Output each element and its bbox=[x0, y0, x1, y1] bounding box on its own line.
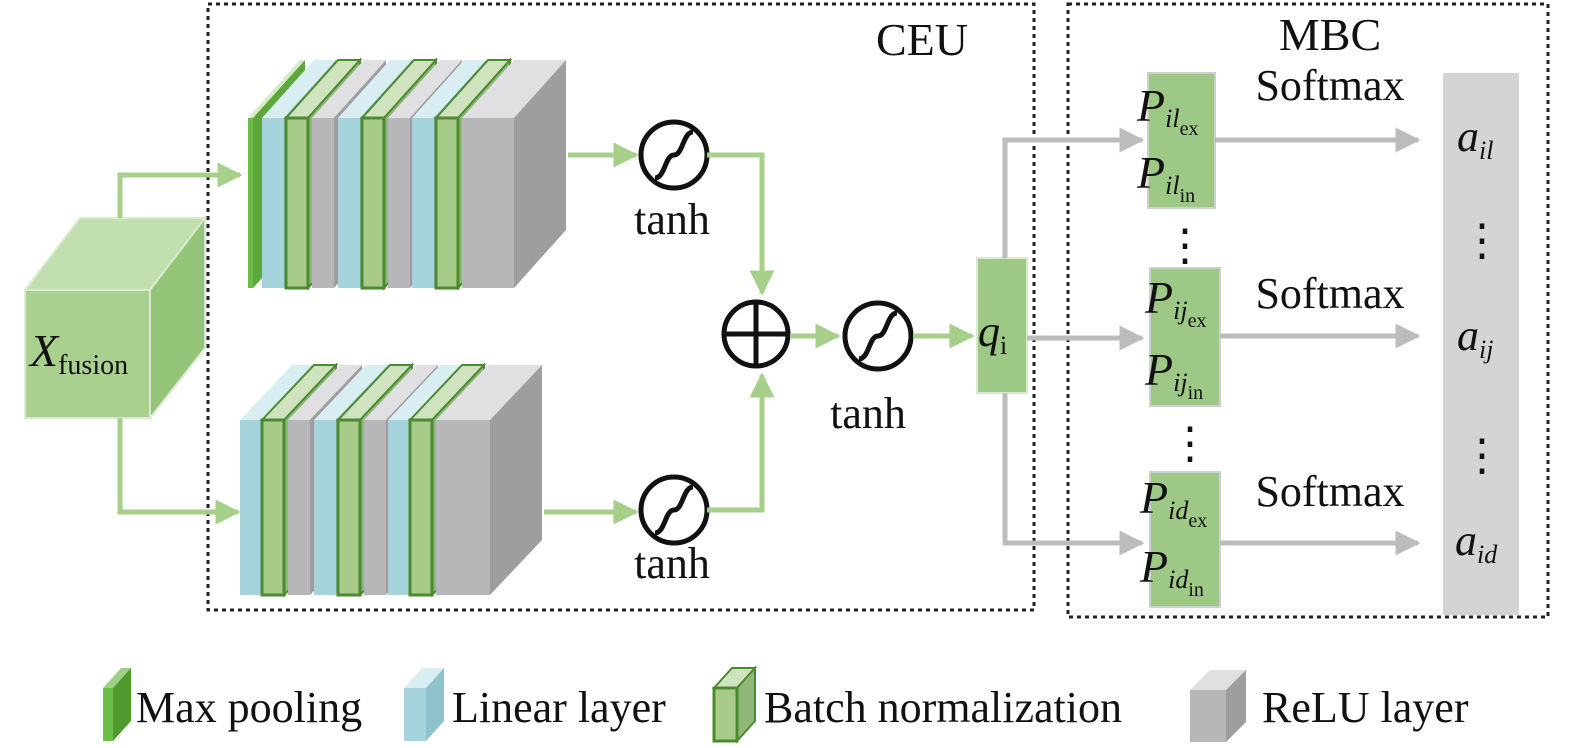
arrow-input-top bbox=[117, 162, 243, 218]
output-vdots-1: ⋮ bbox=[1460, 216, 1504, 265]
output-a-il: ail bbox=[1457, 112, 1493, 165]
softmax-label-2: Softmax bbox=[1255, 269, 1404, 318]
mbc-box bbox=[1066, 2, 1550, 619]
p-ij-ex-label: Pijex bbox=[1144, 272, 1206, 332]
output-vdots-2: ⋮ bbox=[1460, 431, 1504, 480]
p-vdots-1: ⋮ bbox=[1163, 221, 1207, 270]
legend-swatch-max-pooling bbox=[103, 668, 131, 741]
input-cube bbox=[22, 215, 208, 421]
tanh-label-top: tanh bbox=[634, 195, 710, 244]
input-label: Xfusion bbox=[28, 325, 128, 381]
p-vdots-2: ⋮ bbox=[1168, 419, 1212, 468]
tanh-icon-bottom bbox=[638, 474, 710, 546]
p-id-in-label: Pidin bbox=[1139, 541, 1204, 601]
tanh-label-middle: tanh bbox=[830, 389, 906, 438]
p-il-in-label: Pilin bbox=[1136, 147, 1195, 207]
q-block bbox=[976, 257, 1028, 394]
output-a-id: aid bbox=[1455, 516, 1498, 569]
legend-swatch-linear-layer bbox=[404, 668, 444, 741]
legend-label-batch-normalization: Batch normalization bbox=[764, 683, 1122, 732]
q-label: qi bbox=[978, 307, 1007, 360]
p-block-ij bbox=[1149, 267, 1221, 407]
arrow-q-to-pid bbox=[1002, 393, 1145, 556]
legend-label-max-pooling: Max pooling bbox=[136, 683, 362, 732]
legend-label-linear-layer: Linear layer bbox=[452, 683, 666, 732]
p-ij-in-label: Pijin bbox=[1144, 344, 1203, 404]
p-block-id bbox=[1149, 471, 1221, 608]
layer-stack-top bbox=[248, 57, 566, 291]
legend-swatch-batch-normalization bbox=[711, 665, 758, 744]
arrow-q-to-pil bbox=[1002, 127, 1145, 258]
layer-stack-bottom bbox=[240, 362, 542, 598]
arrow-tanh-top-to-sum bbox=[707, 152, 775, 296]
softmax-label-3: Softmax bbox=[1255, 467, 1404, 516]
sum-symbol: ⊕ bbox=[0, 0, 1, 1]
ceu-label: CEU bbox=[876, 14, 968, 65]
p-il-ex-label: Pilex bbox=[1136, 80, 1198, 140]
arrow-tanh-bottom-to-sum bbox=[707, 372, 775, 513]
output-a-ij: aij bbox=[1457, 311, 1493, 364]
tanh-icon-top bbox=[638, 119, 710, 191]
mbc-label: MBC bbox=[1279, 9, 1381, 60]
ceu-box bbox=[206, 2, 1036, 612]
tanh-label-bottom: tanh bbox=[634, 539, 710, 588]
legend-swatch-relu-layer bbox=[1190, 670, 1246, 742]
sum-icon bbox=[721, 299, 791, 369]
p-id-ex-label: Pidex bbox=[1139, 472, 1207, 532]
output-column bbox=[1443, 73, 1519, 615]
legend: Max pooling Linear layer Batch normaliza… bbox=[103, 665, 1469, 744]
legend-label-relu-layer: ReLU layer bbox=[1262, 683, 1469, 732]
arrow-input-bottom bbox=[117, 418, 241, 525]
p-block-il bbox=[1147, 72, 1216, 209]
tanh-icon-middle bbox=[842, 300, 914, 372]
softmax-label-1: Softmax bbox=[1255, 61, 1404, 110]
